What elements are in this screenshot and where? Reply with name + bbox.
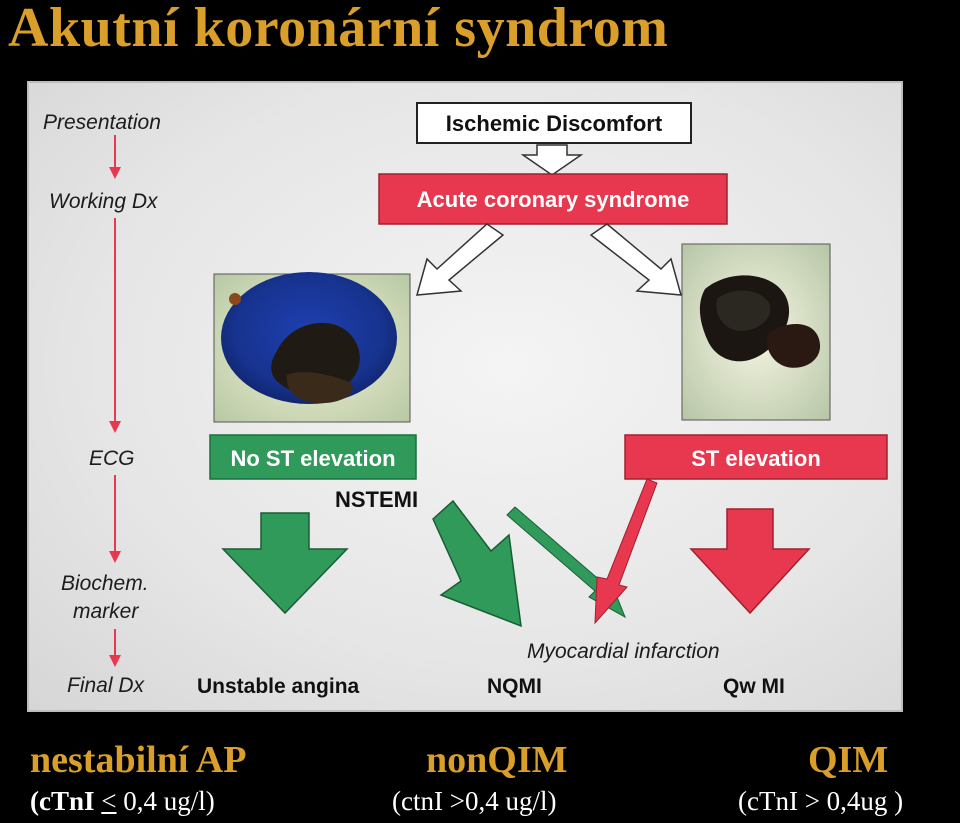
caption-nonqim: nonQIM [426,738,567,782]
arrow-red-to-mi [595,479,657,623]
myocardial-infarction-label: Myocardial infarction [527,640,720,663]
caption-nestabilni-ap: nestabilní AP [30,738,246,782]
subcaption-nestabilni-ap: (cTnI < 0,4 ug/l) [30,786,215,817]
outcome-unstable-angina: Unstable angina [197,675,360,698]
ischemic-discomfort-label: Ischemic Discomfort [446,111,663,136]
subcaption-value: 0,4 ug/l) [117,786,215,816]
arrow-to-left-branch [417,224,503,295]
no-st-elevation-label: No ST elevation [230,446,395,471]
arrow-to-nqmi [433,501,521,626]
arrow-to-right-branch [591,224,681,295]
subcaption-nonqim: (ctnI >0,4 ug/l) [392,786,556,817]
subcaption-qim: (cTnI > 0,4ug ) [738,786,903,817]
outcome-nqmi: NQMI [487,675,542,698]
stage-working-dx: Working Dx [49,190,159,213]
acs-label: Acute coronary syndrome [417,187,690,212]
stage-presentation: Presentation [43,111,161,134]
stage-final-dx: Final Dx [67,674,146,697]
less-equal-sign: < [101,786,116,816]
arrow-to-unstable-angina [223,513,347,613]
angioscopy-image-right [682,244,830,420]
slide-title: Akutní koronární syndrom [8,0,668,60]
stage-ecg: ECG [89,447,135,470]
stage-marker: marker [73,600,139,623]
acs-flow-diagram: Presentation Working Dx ECG Biochem. mar… [27,81,903,712]
subcaption-bold: (cTnI [30,786,95,816]
nstemi-label: NSTEMI [335,487,418,512]
caption-qim: QIM [808,738,888,782]
angioscopy-image-left [214,272,410,422]
arrow-to-acs [523,145,581,175]
outcome-qw-mi: Qw MI [723,675,785,698]
st-elevation-label: ST elevation [691,446,821,471]
stage-biochem: Biochem. [61,572,149,595]
arrow-to-qw-mi [691,509,809,613]
